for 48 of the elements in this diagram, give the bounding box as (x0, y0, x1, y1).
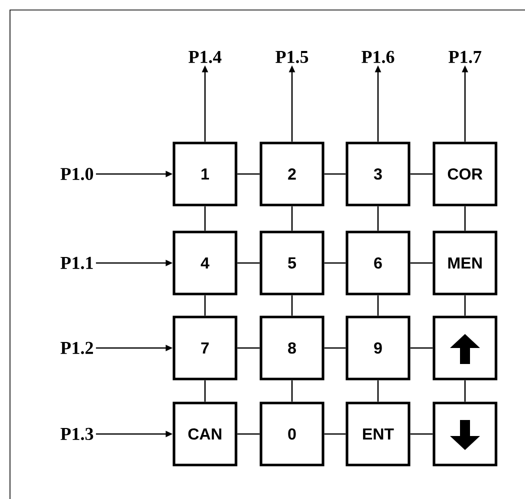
wire-line (237, 173, 260, 175)
wire-line (410, 433, 433, 435)
wire-line (410, 173, 433, 175)
key-box (432, 316, 498, 380)
wire-line (237, 347, 260, 349)
wire-line (324, 347, 346, 349)
wire-line (204, 206, 206, 231)
row-label: P1.2 (60, 342, 93, 354)
wire-line (324, 173, 346, 175)
column-label: P1.4 (188, 50, 222, 64)
wire-line (204, 380, 206, 402)
wire-line (237, 262, 260, 264)
row-label: P1.3 (60, 428, 94, 440)
wire-line (291, 206, 293, 231)
wire-line (291, 380, 293, 402)
column-label: P1.5 (276, 50, 308, 64)
wire-line (324, 433, 346, 435)
key-box: 7 (172, 316, 238, 380)
wire-line (237, 433, 260, 435)
wire-line (324, 262, 346, 264)
key-box: 3 (346, 142, 410, 206)
key-box: MEN (432, 230, 498, 296)
key-box: ENT (346, 402, 410, 466)
wire-line (464, 380, 466, 402)
row-label: P1.0 (60, 168, 94, 180)
wire-line (377, 206, 379, 231)
key-box: 0 (260, 402, 324, 466)
key-box: 2 (260, 142, 324, 206)
column-label: P1.7 (448, 50, 482, 64)
wire-line (377, 380, 379, 402)
key-box: 8 (260, 316, 324, 380)
key-box: 5 (260, 230, 324, 296)
wire-line (377, 295, 379, 316)
wire-line (291, 295, 293, 316)
key-box: 1 (172, 142, 238, 206)
key-box: 9 (346, 316, 410, 380)
key-box (432, 402, 498, 466)
wire-line (464, 295, 466, 316)
wire-line (204, 295, 206, 316)
wire-line (464, 206, 466, 231)
key-box: 6 (346, 230, 410, 296)
wire-line (410, 262, 433, 264)
key-box: COR (432, 142, 498, 206)
column-label: P1.6 (362, 50, 394, 64)
key-box: CAN (172, 402, 238, 466)
key-box: 4 (172, 230, 238, 296)
wire-line (410, 347, 433, 349)
row-label: P1.1 (60, 256, 93, 270)
